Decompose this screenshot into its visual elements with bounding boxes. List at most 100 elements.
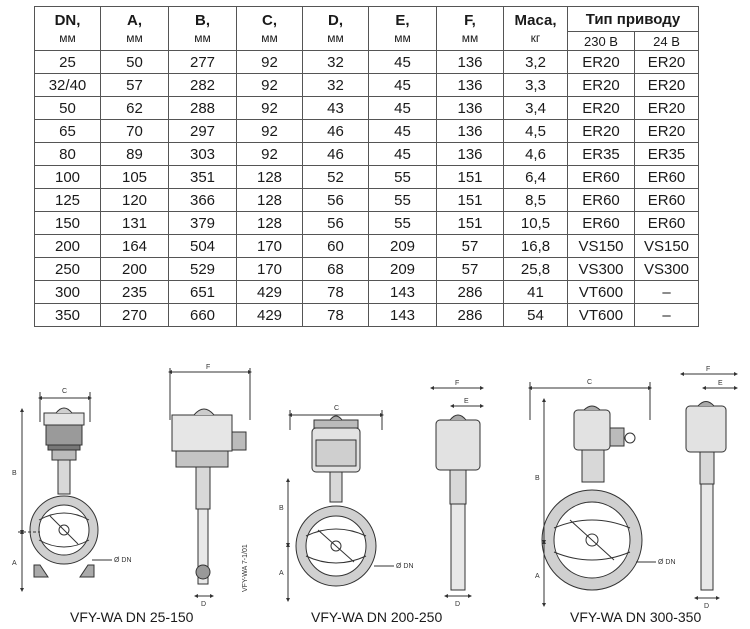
dim-label-b-2: B: [279, 505, 284, 512]
valve-drawings: C B A Ø DN F D VFY-WA 7-1/01: [12, 364, 738, 610]
table-cell: 10,5: [503, 211, 568, 235]
dim-label-b: B: [12, 470, 17, 477]
table-cell: ER20: [567, 50, 635, 74]
header-24v: 24 В: [634, 31, 699, 51]
table-cell: 45: [368, 50, 437, 74]
table-cell: 92: [236, 50, 303, 74]
table-cell: 60: [302, 234, 369, 258]
table-cell: 277: [168, 50, 237, 74]
header-e: E,мм: [368, 6, 437, 51]
table-cell: 250: [34, 257, 101, 281]
table-cell: VS150: [634, 234, 699, 258]
dim-label-f-2: F: [455, 380, 459, 387]
dim-label-d-1: D: [201, 601, 206, 608]
table-cell: 3,2: [503, 50, 568, 74]
table-cell: 56: [302, 211, 369, 235]
table-cell: 151: [436, 165, 504, 189]
drawing-code: VFY-WA 7-1/01: [242, 544, 249, 592]
table-cell: 92: [236, 142, 303, 166]
dim-label-d-2: D: [455, 601, 460, 608]
caption-dn25-150: VFY-WA DN 25-150: [70, 609, 194, 625]
caption-dn200-250: VFY-WA DN 200-250: [311, 609, 443, 625]
table-cell: 92: [236, 96, 303, 120]
table-cell: 32: [302, 50, 369, 74]
table-cell: 429: [236, 280, 303, 304]
table-cell: 136: [436, 73, 504, 97]
dim-label-e-3: E: [718, 380, 723, 387]
table-cell: 78: [302, 303, 369, 327]
table-cell: 143: [368, 303, 437, 327]
table-cell: 32/40: [34, 73, 101, 97]
table-cell: 128: [236, 188, 303, 212]
dim-label-f-1: F: [206, 364, 210, 371]
table-cell: 57: [100, 73, 169, 97]
table-cell: ER20: [634, 50, 699, 74]
table-cell: 529: [168, 257, 237, 281]
drawing-dn200-250-front: [286, 410, 394, 602]
table-cell: –: [634, 280, 699, 304]
table-cell: 200: [100, 257, 169, 281]
dim-label-d-3: D: [704, 603, 709, 610]
table-cell: 131: [100, 211, 169, 235]
drawing-dn25-150-front: [18, 392, 112, 592]
table-cell: 128: [236, 211, 303, 235]
table-cell: ER20: [567, 96, 635, 120]
drawing-dn300-350-side: [680, 372, 738, 600]
table-cell: 55: [368, 188, 437, 212]
table-cell: 288: [168, 96, 237, 120]
table-cell: 41: [503, 280, 568, 304]
table-cell: 151: [436, 188, 504, 212]
table-cell: 65: [34, 119, 101, 143]
table-cell: 4,5: [503, 119, 568, 143]
table-cell: 80: [34, 142, 101, 166]
table-cell: 282: [168, 73, 237, 97]
table-cell: 50: [34, 96, 101, 120]
dim-label-a-2: A: [279, 570, 284, 577]
table-cell: 46: [302, 119, 369, 143]
dim-label-a-3: A: [535, 573, 540, 580]
table-cell: 170: [236, 257, 303, 281]
table-cell: ER35: [567, 142, 635, 166]
caption-dn300-350: VFY-WA DN 300-350: [570, 609, 702, 625]
table-cell: 270: [100, 303, 169, 327]
table-cell: VS300: [567, 257, 635, 281]
dim-label-dn: Ø DN: [114, 557, 132, 564]
dim-label-b-3: B: [535, 475, 540, 482]
table-cell: ER20: [567, 119, 635, 143]
dim-label-a: A: [12, 560, 17, 567]
dim-label-c-2: C: [334, 405, 339, 412]
table-cell: 143: [368, 280, 437, 304]
header-c: C,мм: [236, 6, 303, 51]
table-cell: 379: [168, 211, 237, 235]
table-cell: ER60: [567, 165, 635, 189]
table-cell: 32: [302, 73, 369, 97]
table-cell: 55: [368, 165, 437, 189]
table-cell: 3,4: [503, 96, 568, 120]
table-cell: 89: [100, 142, 169, 166]
table-cell: 351: [168, 165, 237, 189]
table-cell: 120: [100, 188, 169, 212]
table-cell: VS150: [567, 234, 635, 258]
table-cell: 504: [168, 234, 237, 258]
table-cell: 303: [168, 142, 237, 166]
header-b: B,мм: [168, 6, 237, 51]
header-dn: DN,мм: [34, 6, 101, 51]
table-cell: 50: [100, 50, 169, 74]
table-cell: 56: [302, 188, 369, 212]
table-cell: VT600: [567, 280, 635, 304]
table-cell: 70: [100, 119, 169, 143]
table-cell: ER60: [634, 188, 699, 212]
drawing-dn200-250-side: [430, 386, 484, 598]
drawing-dn300-350-front: [528, 382, 656, 607]
header-230v: 230 В: [567, 31, 635, 51]
table-cell: 200: [34, 234, 101, 258]
dim-label-f-3: F: [706, 366, 710, 373]
table-cell: ER60: [567, 211, 635, 235]
